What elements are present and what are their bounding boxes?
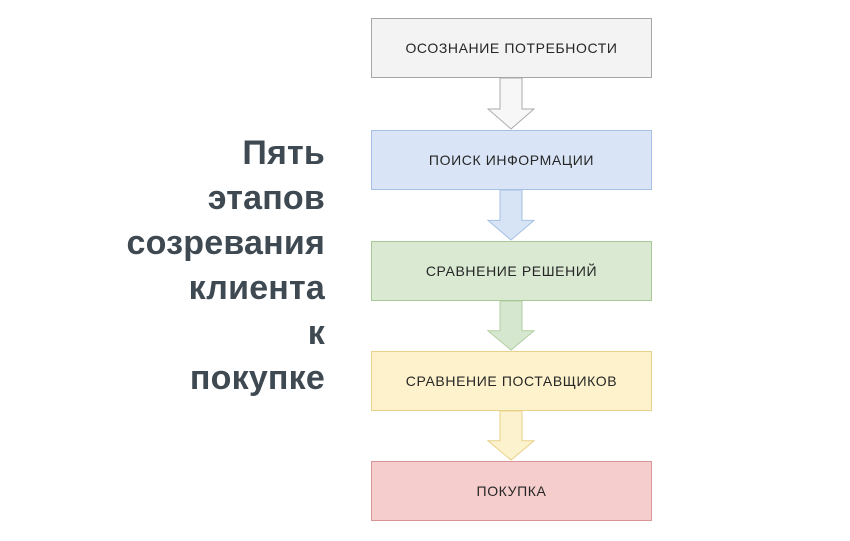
title-line: к bbox=[307, 314, 325, 352]
title-line: клиента bbox=[188, 269, 325, 307]
flow-connector-2 bbox=[487, 190, 535, 241]
flow-step-label: ПОИСК ИНФОРМАЦИИ bbox=[428, 152, 595, 168]
flow-step-solution-comparison: СРАВНЕНИЕ РЕШЕНИЙ bbox=[371, 241, 652, 301]
flow-step-information-search: ПОИСК ИНФОРМАЦИИ bbox=[371, 130, 652, 190]
flow-connector-1 bbox=[487, 78, 535, 130]
arrow-down-icon bbox=[487, 301, 535, 351]
title-line: созревания bbox=[126, 224, 325, 262]
flow-step-label: СРАВНЕНИЕ РЕШЕНИЙ bbox=[425, 263, 598, 279]
flow-step-supplier-comparison: СРАВНЕНИЕ ПОСТАВЩИКОВ bbox=[371, 351, 652, 411]
title-line: Пять bbox=[242, 134, 325, 172]
flow-step-purchase: ПОКУПКА bbox=[371, 461, 652, 521]
title-line: покупке bbox=[189, 359, 325, 397]
arrow-down-icon bbox=[487, 411, 535, 461]
flow-step-label: СРАВНЕНИЕ ПОСТАВЩИКОВ bbox=[405, 373, 618, 389]
page-title: Пять этапов созревания клиента к покупке bbox=[0, 131, 325, 401]
arrow-down-icon bbox=[487, 78, 535, 130]
flow-step-label: ОСОЗНАНИЕ ПОТРЕБНОСТИ bbox=[405, 40, 618, 56]
arrow-down-icon bbox=[487, 190, 535, 241]
flow-connector-3 bbox=[487, 301, 535, 351]
flow-step-label: ПОКУПКА bbox=[476, 483, 547, 499]
flow-connector-4 bbox=[487, 411, 535, 461]
flow-step-need-recognition: ОСОЗНАНИЕ ПОТРЕБНОСТИ bbox=[371, 18, 652, 78]
title-line: этапов bbox=[207, 179, 325, 217]
